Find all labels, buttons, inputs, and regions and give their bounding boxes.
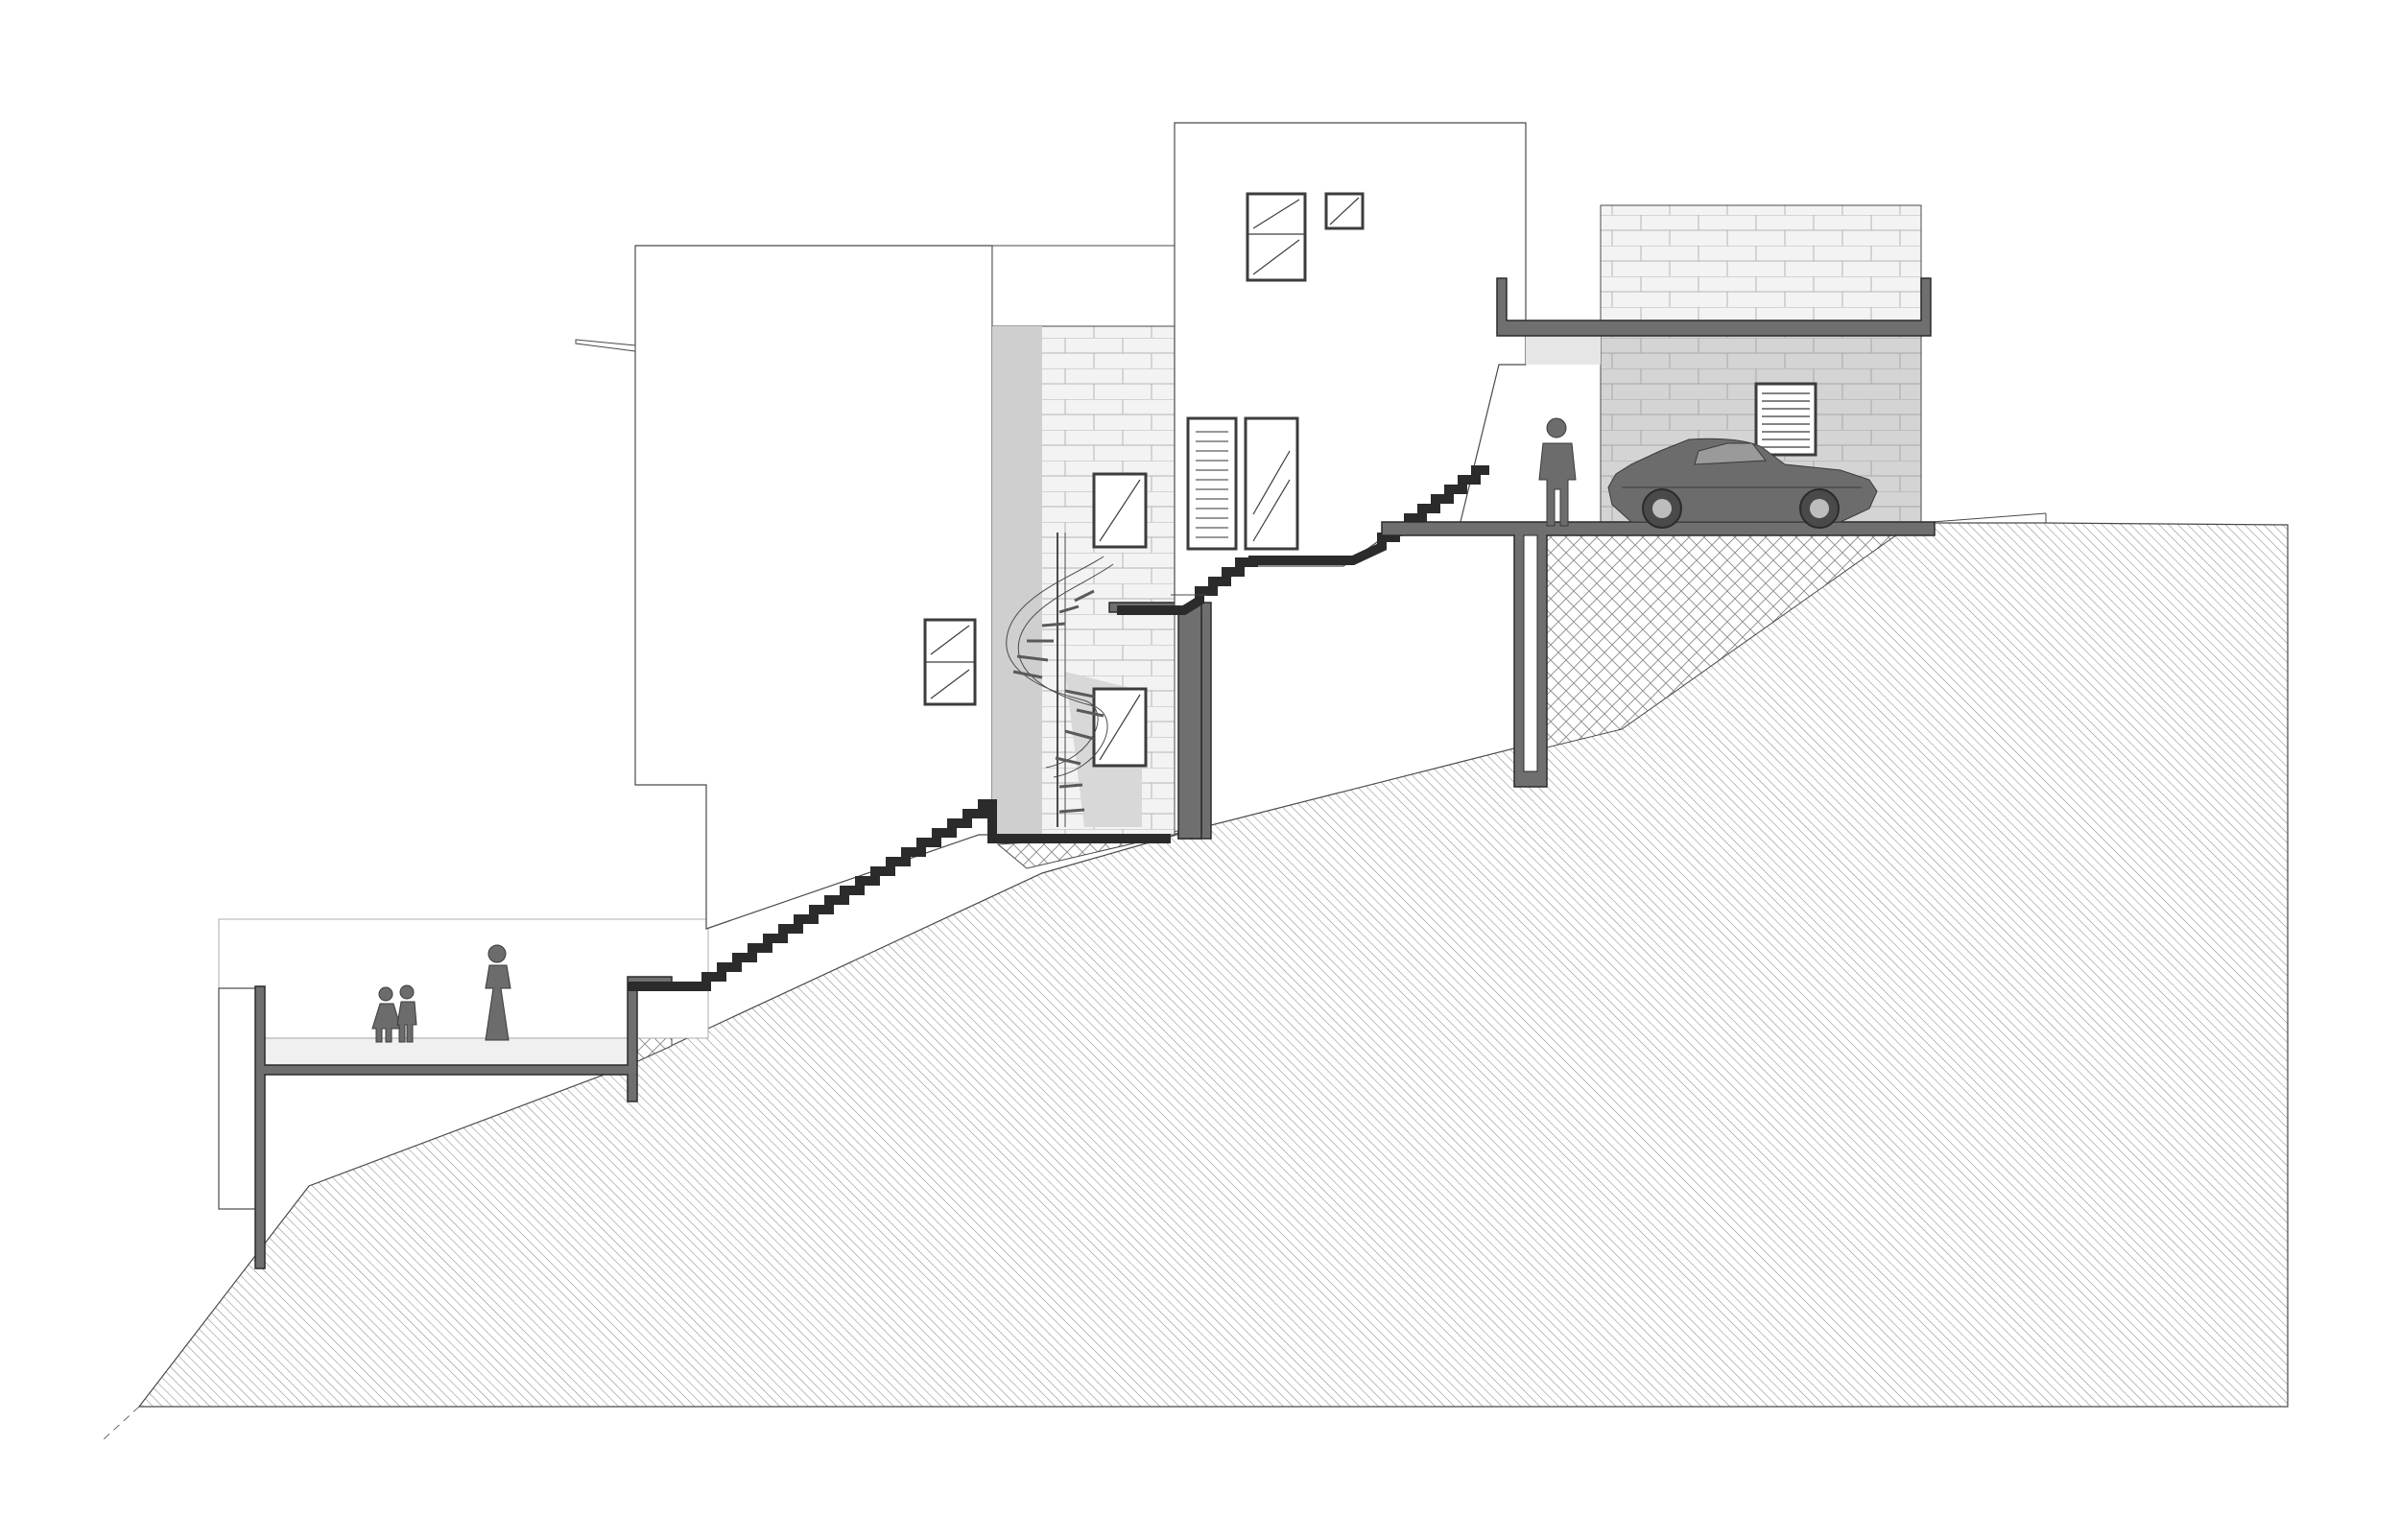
person-lower-adult <box>485 944 511 1041</box>
upper-block <box>1117 122 1527 615</box>
person-lower-child-b <box>396 984 417 1043</box>
door-glass <box>1244 416 1299 551</box>
spiral-stair <box>1006 533 1114 827</box>
door-shutter <box>1186 416 1238 551</box>
lower-terrace <box>218 918 709 1269</box>
garage-door <box>1754 382 1817 457</box>
window-upper-a <box>1246 192 1307 282</box>
main-block <box>575 245 993 930</box>
exterior-stair <box>628 602 1212 991</box>
people-silhouettes <box>371 417 1577 1043</box>
stair-core <box>991 245 1176 836</box>
window-core-lower <box>1092 687 1148 768</box>
car-silhouette <box>1607 438 1878 529</box>
window-upper-b <box>1324 192 1365 230</box>
window-core-upper <box>1092 472 1148 549</box>
person-upper <box>1538 417 1577 527</box>
window-main-left <box>923 618 977 706</box>
